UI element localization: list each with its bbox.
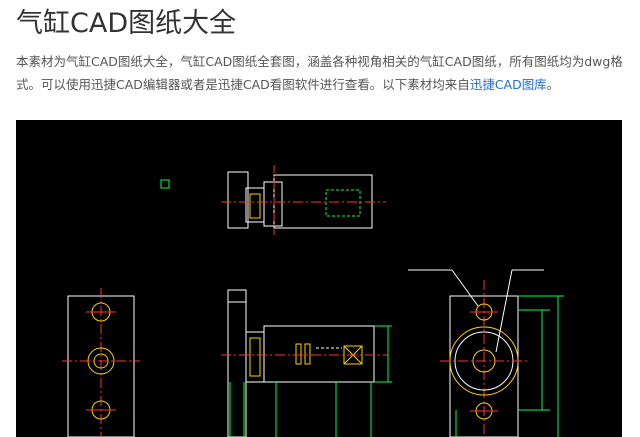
- cylinder-cad-drawing: [62, 165, 564, 437]
- article-description: 本素材为气缸CAD图纸大全，气缸CAD图纸全套图，涵盖各种视角相关的气缸CAD图…: [16, 50, 628, 96]
- front-view: [221, 289, 392, 437]
- page-title: 气缸CAD图纸大全: [16, 8, 237, 39]
- cad-drawing-image: [16, 120, 622, 437]
- top-view: [221, 165, 386, 235]
- marker-square: [160, 179, 170, 189]
- description-end: 。: [546, 77, 560, 92]
- right-view: [408, 269, 564, 437]
- left-view: [62, 288, 140, 437]
- description-text: 本素材为气缸CAD图纸大全，气缸CAD图纸全套图，涵盖各种视角相关的气缸CAD图…: [16, 54, 623, 92]
- cad-library-link[interactable]: 迅捷CAD图库: [469, 77, 547, 92]
